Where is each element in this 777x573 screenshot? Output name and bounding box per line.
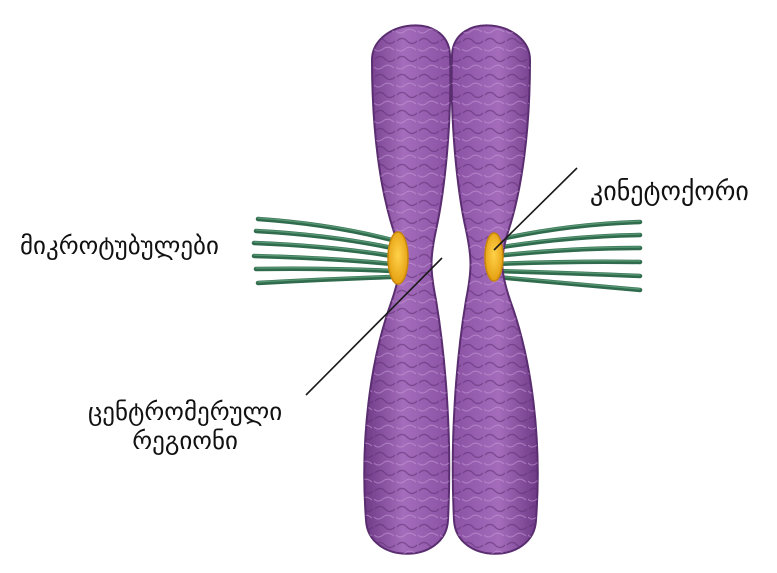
microtubules-label: მიკროტუბულები: [20, 232, 219, 261]
centromeric-region-label: ცენტრომერული რეგიონი: [88, 398, 282, 456]
chromatid-left: [364, 25, 450, 553]
chromatid-right: [452, 25, 538, 553]
centromeric-region-label-line1: ცენტრომერული: [88, 398, 282, 427]
kinetochore-label: კინეტოქორი: [590, 178, 749, 208]
kinetochore-right: [485, 233, 503, 281]
microtubules-right: [496, 222, 640, 290]
kinetochore-left: [388, 232, 408, 284]
microtubules-left: [254, 219, 392, 283]
centromeric-region-label-line2: რეგიონი: [88, 427, 282, 456]
